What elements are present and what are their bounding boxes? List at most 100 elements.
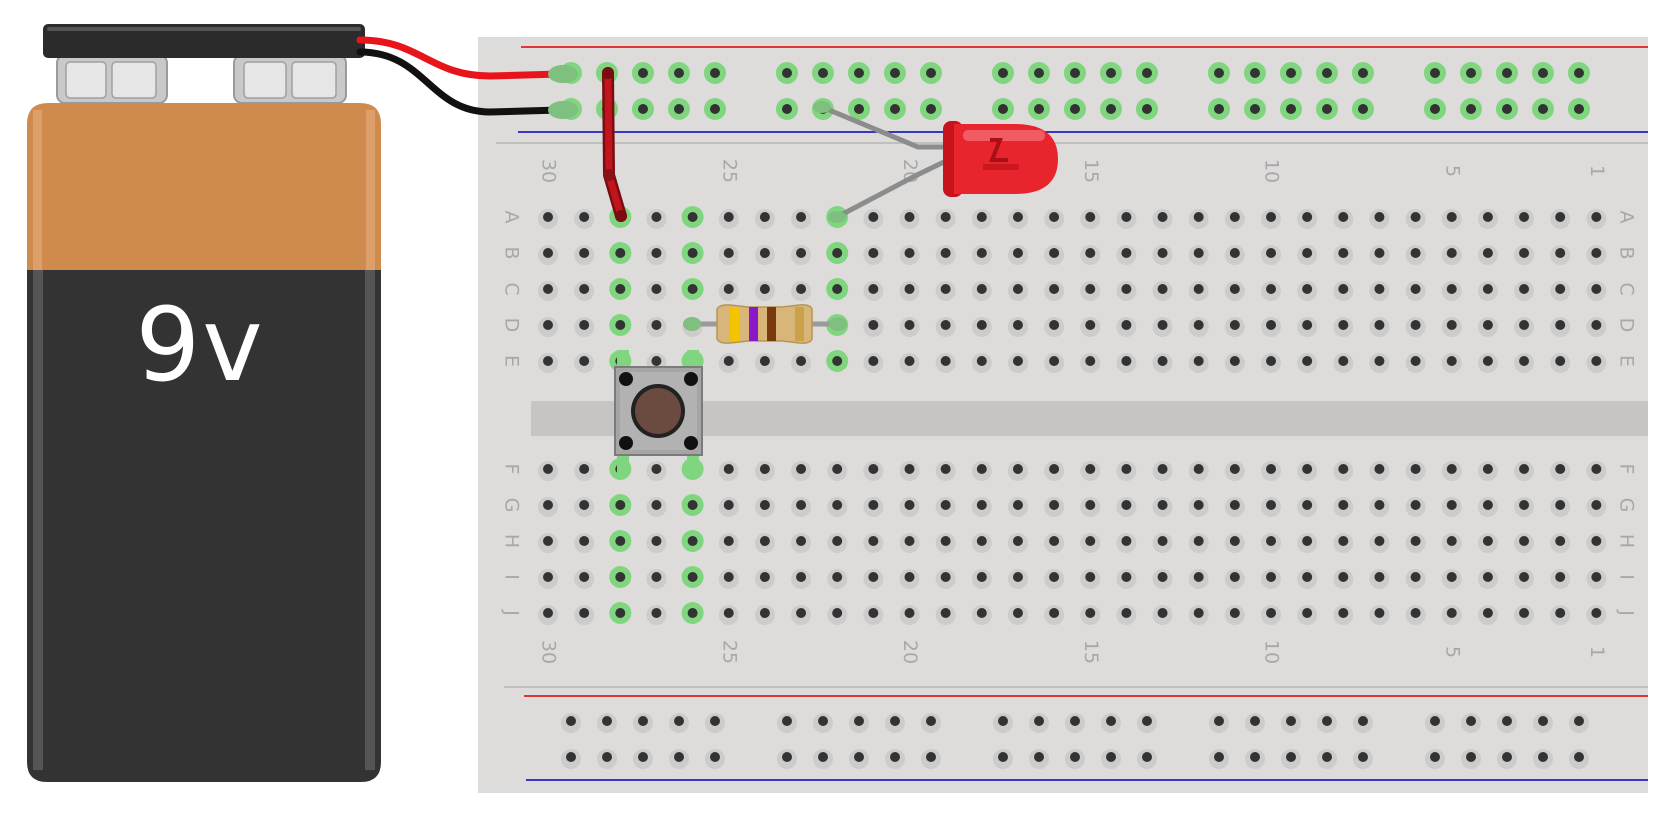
breadboard-hole <box>1405 245 1426 265</box>
breadboard-hole <box>1297 569 1318 589</box>
row-label: F <box>501 464 523 475</box>
breadboard-hole <box>826 350 849 372</box>
breadboard-hole <box>646 497 667 517</box>
breadboard-hole <box>935 209 956 229</box>
column-label: 15 <box>1080 159 1102 183</box>
breadboard-hole <box>574 353 595 373</box>
breadboard-hole <box>1080 209 1101 229</box>
battery-leads <box>356 36 578 119</box>
power-rail-hole <box>669 713 689 733</box>
breadboard-hole <box>1441 533 1462 553</box>
breadboard-hole <box>609 314 632 336</box>
power-rail-hole <box>921 713 941 733</box>
breadboard-hole <box>863 245 884 265</box>
breadboard-hole <box>681 530 704 552</box>
power-rail-hole <box>1497 749 1517 769</box>
power-rail-hole <box>1100 62 1122 84</box>
breadboard-hole <box>1477 605 1498 625</box>
breadboard-hole <box>538 281 558 301</box>
breadboard-hole <box>1152 569 1173 589</box>
resistor-band <box>795 307 804 341</box>
breadboard-hole <box>1261 569 1281 589</box>
breadboard-hole <box>863 569 884 589</box>
power-rail-hole <box>1208 98 1230 120</box>
breadboard-hole <box>1441 281 1462 301</box>
breadboard-hole <box>863 353 884 373</box>
power-rail-hole <box>1280 98 1302 120</box>
breadboard-hole <box>1080 533 1101 553</box>
power-rail-hole <box>1244 62 1266 84</box>
breadboard-hole <box>1333 605 1354 625</box>
breadboard-hole <box>1007 533 1028 553</box>
breadboard-hole <box>646 569 667 589</box>
resistor-body <box>716 304 813 344</box>
battery-clip <box>43 24 365 58</box>
breadboard-hole <box>1152 461 1173 481</box>
row-label: H <box>1616 534 1638 548</box>
power-rail-hole <box>669 749 689 769</box>
power-rail-hole <box>705 749 725 769</box>
breadboard-hole <box>1405 209 1426 229</box>
breadboard-hole <box>971 605 992 625</box>
breadboard-hole <box>1514 317 1535 337</box>
breadboard-hole <box>971 497 992 517</box>
breadboard-hole <box>1116 605 1137 625</box>
breadboard-hole <box>935 569 956 589</box>
breadboard-hole <box>681 602 704 624</box>
row-label: C <box>501 282 523 295</box>
breadboard-hole <box>1224 605 1245 625</box>
column-label: 10 <box>1261 159 1283 183</box>
power-rail-hole <box>1496 62 1518 84</box>
breadboard-hole <box>1152 209 1173 229</box>
breadboard-hole <box>1152 533 1173 553</box>
breadboard-hole <box>935 461 956 481</box>
resistor-band <box>767 307 776 341</box>
power-rail-hole <box>1353 713 1373 733</box>
breadboard-hole <box>681 566 704 588</box>
breadboard-hole <box>1369 353 1390 373</box>
breadboard-hole <box>1188 245 1209 265</box>
breadboard-hole <box>609 242 632 264</box>
breadboard-hole <box>538 569 558 589</box>
led-leg-anode <box>819 104 951 150</box>
breadboard-hole <box>863 317 884 337</box>
breadboard-hole <box>1188 281 1209 301</box>
battery-9v <box>27 24 381 782</box>
power-rail-hole <box>1028 98 1050 120</box>
breadboard-hole <box>1514 569 1535 589</box>
breadboard-hole <box>971 317 992 337</box>
breadboard-hole <box>1550 497 1571 517</box>
power-rail-hole <box>1209 713 1229 733</box>
breadboard-hole <box>1007 569 1028 589</box>
power-rail-hole <box>920 98 942 120</box>
power-rail-hole <box>1281 749 1301 769</box>
breadboard-hole <box>1477 569 1498 589</box>
breadboard-hole <box>1369 317 1390 337</box>
breadboard-hole <box>1297 497 1318 517</box>
breadboard-hole <box>791 605 812 625</box>
breadboard-hole <box>1514 461 1535 481</box>
pushbutton <box>614 350 703 475</box>
power-rail-hole <box>777 713 797 733</box>
breadboard-hole <box>1550 569 1571 589</box>
breadboard-hole <box>1369 281 1390 301</box>
power-rail-hole <box>1568 62 1590 84</box>
breadboard-hole <box>1044 317 1065 337</box>
column-label: 1 <box>1586 165 1608 177</box>
column-label: 1 <box>1586 646 1608 658</box>
power-rail-hole <box>1497 713 1517 733</box>
breadboard-hole <box>1188 533 1209 553</box>
breadboard-hole <box>538 497 558 517</box>
power-rail-hole <box>561 713 581 733</box>
breadboard-hole <box>538 353 558 373</box>
breadboard-hole <box>609 278 632 300</box>
battery-terminal-positive <box>233 54 347 104</box>
power-rail-hole <box>1281 713 1301 733</box>
breadboard-hole <box>1080 569 1101 589</box>
breadboard-hole <box>1261 605 1281 625</box>
row-label: G <box>501 498 523 513</box>
breadboard-hole <box>574 317 595 337</box>
row-label: E <box>501 355 523 367</box>
breadboard-hole <box>1007 605 1028 625</box>
